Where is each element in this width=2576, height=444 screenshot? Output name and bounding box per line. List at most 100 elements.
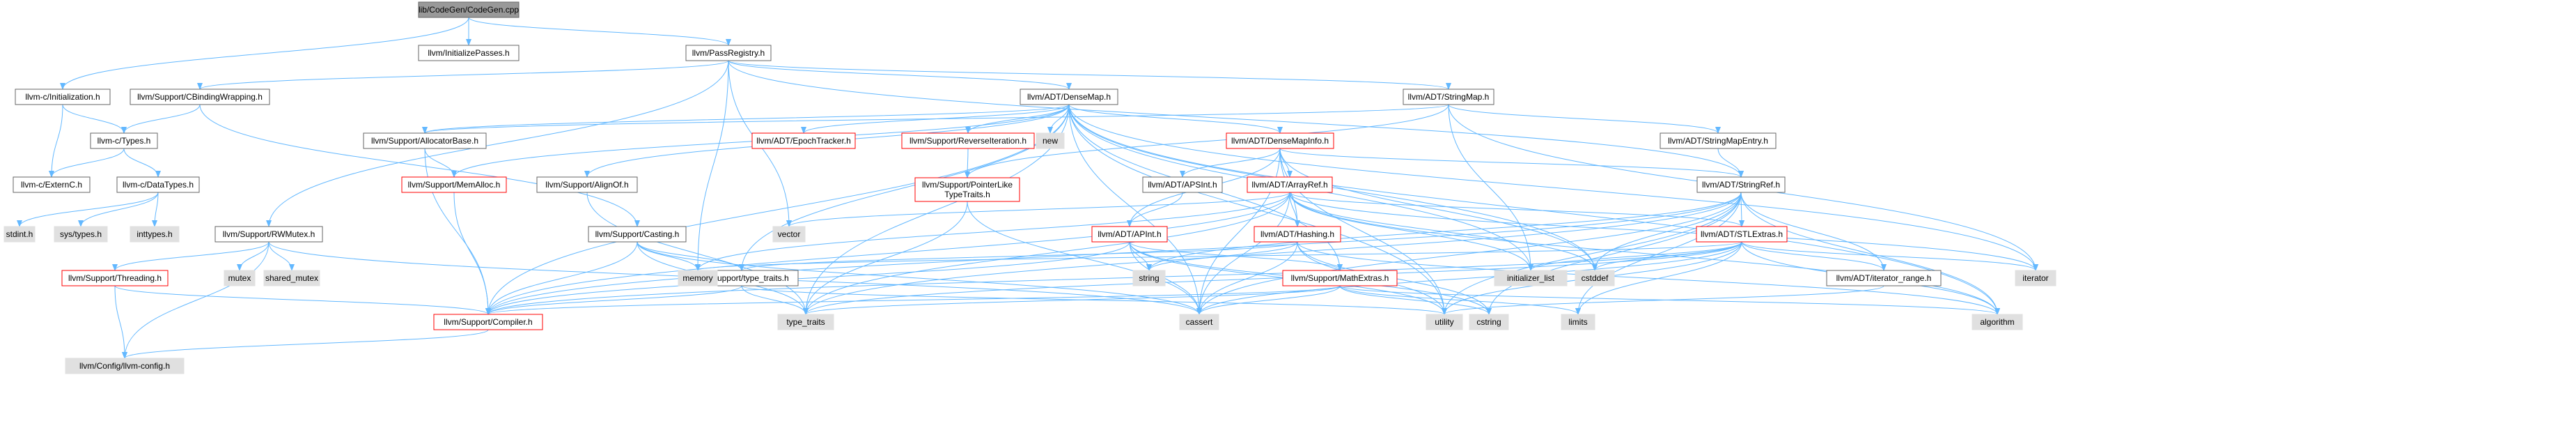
node-box	[15, 89, 111, 105]
edge-passreg-to-memory	[695, 60, 729, 271]
node-label: string	[1139, 273, 1159, 283]
node-label: llvm/ADT/StringMap.h	[1408, 92, 1490, 102]
node-utility[interactable]: utility	[1426, 314, 1463, 330]
node-cinit[interactable]: llvm-c/Initialization.h	[15, 89, 111, 105]
edge-stringref-to-iterrange	[1740, 192, 1887, 271]
node-box	[751, 132, 856, 149]
edge-cbinding-to-casting	[199, 104, 640, 227]
node-llvmconfig[interactable]: llvm/Config/llvm-config.h	[65, 358, 185, 374]
node-label: llvm/ADT/DenseMap.h	[1027, 92, 1111, 102]
node-stringmap[interactable]: llvm/ADT/StringMap.h	[1403, 89, 1494, 105]
edge-passreg-to-rwmutex	[266, 60, 729, 227]
node-stringmapentry[interactable]: llvm/ADT/StringMapEntry.h	[1660, 132, 1777, 149]
edge-stlextras-to-limits	[1575, 241, 1742, 315]
node-passreg[interactable]: llvm/PassRegistry.h	[685, 45, 772, 61]
edge-mathextras-to-typetraits	[803, 285, 1341, 315]
node-label: llvm-c/Types.h	[97, 136, 151, 146]
node-epoch[interactable]: llvm/ADT/EpochTracker.h	[751, 132, 856, 149]
edge-threading-to-compiler	[114, 285, 491, 315]
node-box	[1403, 89, 1494, 105]
node-iterator[interactable]: iterator	[2015, 270, 2056, 286]
node-box	[54, 226, 108, 243]
edge-stlextras-to-cassert	[1196, 241, 1742, 315]
node-initlist[interactable]: initializer_list	[1494, 270, 1568, 286]
edge-casting-to-compiler	[485, 241, 638, 315]
edge-stlextras-to-memory	[695, 241, 1742, 271]
node-systypes[interactable]: sys/types.h	[54, 226, 108, 243]
node-cassert[interactable]: cassert	[1179, 314, 1219, 330]
edge-ctypes-to-cdatatypes	[123, 148, 161, 178]
node-iterrange[interactable]: llvm/ADT/iterator_range.h	[1826, 270, 1942, 286]
node-vector[interactable]: vector	[772, 226, 806, 243]
edge-hashing-to-typetraitsh	[739, 241, 1298, 271]
node-mathextras[interactable]: llvm/Support/MathExtras.h	[1282, 270, 1398, 286]
node-stdint[interactable]: stdint.h	[3, 226, 36, 243]
node-cdatatypes[interactable]: llvm-c/DataTypes.h	[116, 176, 200, 193]
node-limits[interactable]: limits	[1561, 314, 1595, 330]
node-box	[224, 270, 256, 286]
node-densemap[interactable]: llvm/ADT/DenseMap.h	[1020, 89, 1118, 105]
edge-stringmapentry-to-stringref	[1717, 148, 1744, 178]
node-apsint[interactable]: llvm/ADT/APSInt.h	[1142, 176, 1223, 193]
node-box	[1696, 176, 1786, 193]
node-label: llvm/Support/AlignOf.h	[545, 180, 628, 190]
edge-arrayref-to-vector	[786, 192, 1290, 227]
edge-densemap-to-utility	[1068, 104, 1447, 315]
node-stlextras[interactable]: llvm/ADT/STLExtras.h	[1696, 226, 1788, 243]
node-box	[418, 45, 520, 61]
node-cstring[interactable]: cstring	[1469, 314, 1509, 330]
node-threading[interactable]: llvm/Support/Threading.h	[61, 270, 169, 286]
node-casting[interactable]: llvm/Support/Casting.h	[588, 226, 687, 243]
node-mutex[interactable]: mutex	[224, 270, 256, 286]
node-sharedmutex[interactable]: shared_mutex	[263, 270, 320, 286]
node-string[interactable]: string	[1132, 270, 1166, 286]
node-new[interactable]: new	[1036, 132, 1065, 149]
node-compiler[interactable]: llvm/Support/Compiler.h	[433, 314, 543, 330]
edge-densemap-to-cassert	[1068, 104, 1202, 315]
node-label: cstring	[1476, 317, 1501, 327]
edge-stringref-to-compiler	[485, 192, 1742, 315]
node-inttypes[interactable]: inttypes.h	[130, 226, 180, 243]
node-arrayref[interactable]: llvm/ADT/ArrayRef.h	[1247, 176, 1333, 193]
node-box	[363, 132, 487, 149]
node-hashing[interactable]: llvm/ADT/Hashing.h	[1254, 226, 1341, 243]
node-cexternc[interactable]: llvm-c/ExternC.h	[13, 176, 91, 193]
node-rwmutex[interactable]: llvm/Support/RWMutex.h	[214, 226, 323, 243]
node-initpasses[interactable]: llvm/InitializePasses.h	[418, 45, 520, 61]
node-label: llvm-c/Initialization.h	[25, 92, 100, 102]
edge-alignof-to-typetraits	[586, 192, 809, 315]
node-box	[401, 176, 507, 193]
node-densemapinfo[interactable]: llvm/ADT/DenseMapInfo.h	[1226, 132, 1334, 149]
node-stringref[interactable]: llvm/ADT/StringRef.h	[1696, 176, 1786, 193]
edge-cinit-to-ctypes	[62, 104, 127, 134]
edge-stlextras-to-typetraits	[803, 241, 1742, 315]
node-apint[interactable]: llvm/ADT/APInt.h	[1091, 226, 1168, 243]
edge-stringmap-to-ptrlike	[965, 104, 1449, 178]
node-root: lib/CodeGen/CodeGen.cpp	[418, 1, 520, 18]
node-cbinding[interactable]: llvm/Support/CBindingWrapping.h	[130, 89, 270, 105]
node-memory[interactable]: memory	[678, 270, 718, 286]
node-cstddef[interactable]: cstddef	[1575, 270, 1615, 286]
node-allocbase[interactable]: llvm/Support/AllocatorBase.h	[363, 132, 487, 149]
node-typetraits[interactable]: type_traits	[777, 314, 834, 330]
node-label: vector	[778, 229, 801, 239]
node-box	[130, 89, 270, 105]
node-algorithm[interactable]: algorithm	[1972, 314, 2023, 330]
edge-passreg-to-stringmap	[728, 60, 1451, 90]
node-box	[1254, 226, 1341, 243]
node-box	[1142, 176, 1223, 193]
node-alignof[interactable]: llvm/Support/AlignOf.h	[536, 176, 638, 193]
edge-mathextras-to-limits	[1339, 285, 1581, 315]
edge-cdatatypes-to-stdint	[17, 192, 159, 227]
node-reviter[interactable]: llvm/Support/ReverseIteration.h	[901, 132, 1035, 149]
node-memalloc[interactable]: llvm/Support/MemAlloc.h	[401, 176, 507, 193]
edge-stringref-to-cstddef	[1592, 192, 1742, 271]
node-ctypes[interactable]: llvm-c/Types.h	[90, 132, 158, 149]
node-label: type_traits	[786, 317, 825, 327]
edge-mathextras-to-cassert	[1196, 285, 1341, 315]
node-label: cassert	[1186, 317, 1213, 327]
node-box	[1179, 314, 1219, 330]
node-label: llvm-c/DataTypes.h	[123, 180, 194, 190]
